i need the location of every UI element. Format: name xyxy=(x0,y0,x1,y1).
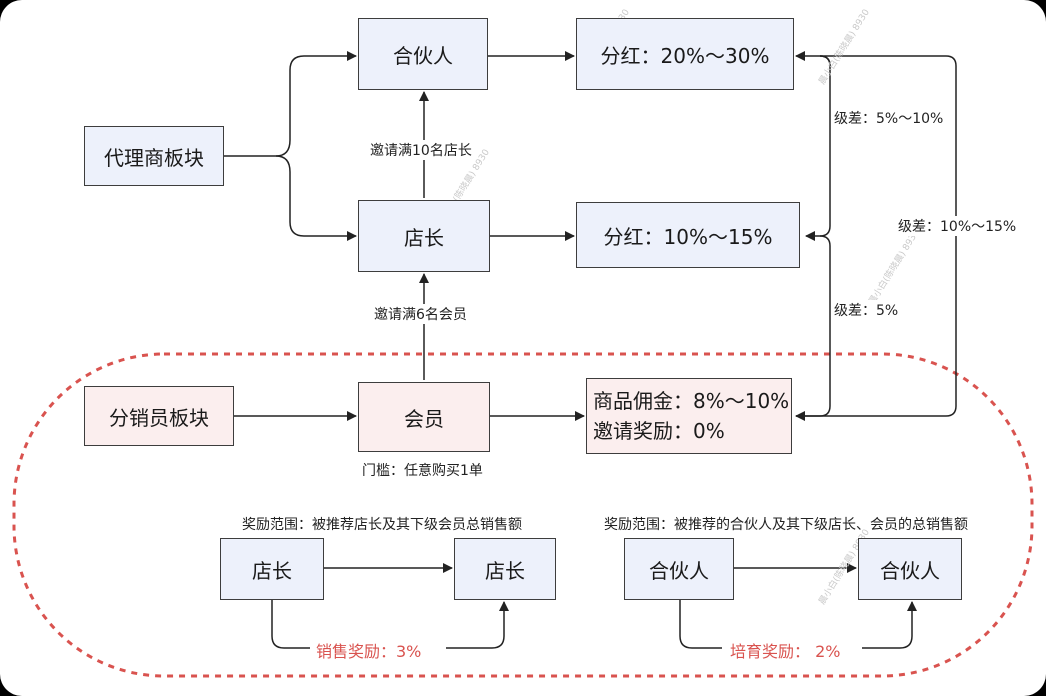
node-distributor-block: 分销员板块 xyxy=(84,386,234,446)
label-invite-6: 邀请满6名会员 xyxy=(372,304,469,324)
node-store-right-label: 店长 xyxy=(485,558,525,583)
node-partner: 合伙人 xyxy=(358,18,488,90)
node-store-left: 店长 xyxy=(220,538,324,600)
loop-nurture-reward xyxy=(679,600,912,649)
label-threshold: 门槛：任意购买1单 xyxy=(362,463,483,479)
node-member: 会员 xyxy=(358,382,490,452)
node-agent-block: 代理商板块 xyxy=(84,126,224,186)
label-sales-reward: 销售奖励：3% xyxy=(314,638,424,662)
bracket-diff-10-15 xyxy=(796,55,957,417)
node-partner-right: 合伙人 xyxy=(858,538,962,600)
bracket-diff-5 xyxy=(796,235,831,416)
bracket-diff-5-10-top xyxy=(795,51,831,67)
commission-line-2: 邀请奖励：0% xyxy=(593,419,725,443)
edge-agent-to-store xyxy=(275,155,357,241)
node-dividend-partner: 分红：20%～30% xyxy=(576,18,794,90)
edge-agent-to-partner xyxy=(224,51,357,157)
node-member-label: 会员 xyxy=(404,406,444,431)
label-invite-10: 邀请满10名店长 xyxy=(368,140,474,160)
node-partner-left: 合伙人 xyxy=(624,538,734,600)
label-reward-scope-partner: 奖励范围：被推荐的合伙人及其下级店长、会员的总销售额 xyxy=(604,517,968,533)
bracket-diff-5-10 xyxy=(805,55,831,241)
node-dividend-partner-label: 分红：20%～30% xyxy=(600,43,770,68)
node-store-manager-label: 店长 xyxy=(404,225,444,250)
node-agent-block-label: 代理商板块 xyxy=(104,145,204,170)
node-partner-label: 合伙人 xyxy=(393,43,453,68)
node-commission: 商品佣金：8%～10% 邀请奖励：0% xyxy=(586,378,792,454)
distributor-region-border xyxy=(12,352,1034,678)
node-partner-right-label: 合伙人 xyxy=(880,558,940,583)
label-nurture-reward: 培育奖励： 2% xyxy=(728,638,843,662)
node-dividend-store: 分红：10%～15% xyxy=(576,202,800,268)
node-store-manager: 店长 xyxy=(358,200,490,272)
commission-line-1: 商品佣金：8%～10% xyxy=(593,389,790,413)
node-store-right: 店长 xyxy=(454,538,556,600)
node-partner-left-label: 合伙人 xyxy=(649,558,709,583)
label-diff-5: 级差：5% xyxy=(832,300,901,320)
label-reward-scope-store: 奖励范围：被推荐店长及其下级会员总销售额 xyxy=(242,517,522,533)
node-store-left-label: 店长 xyxy=(252,558,292,583)
loop-sales-reward xyxy=(271,600,504,649)
node-dividend-store-label: 分红：10%～15% xyxy=(603,224,773,249)
label-diff-10-15: 级差：10%～15% xyxy=(896,216,1019,236)
node-distributor-block-label: 分销员板块 xyxy=(109,405,209,430)
label-diff-5-10: 级差：5%～10% xyxy=(832,108,946,128)
